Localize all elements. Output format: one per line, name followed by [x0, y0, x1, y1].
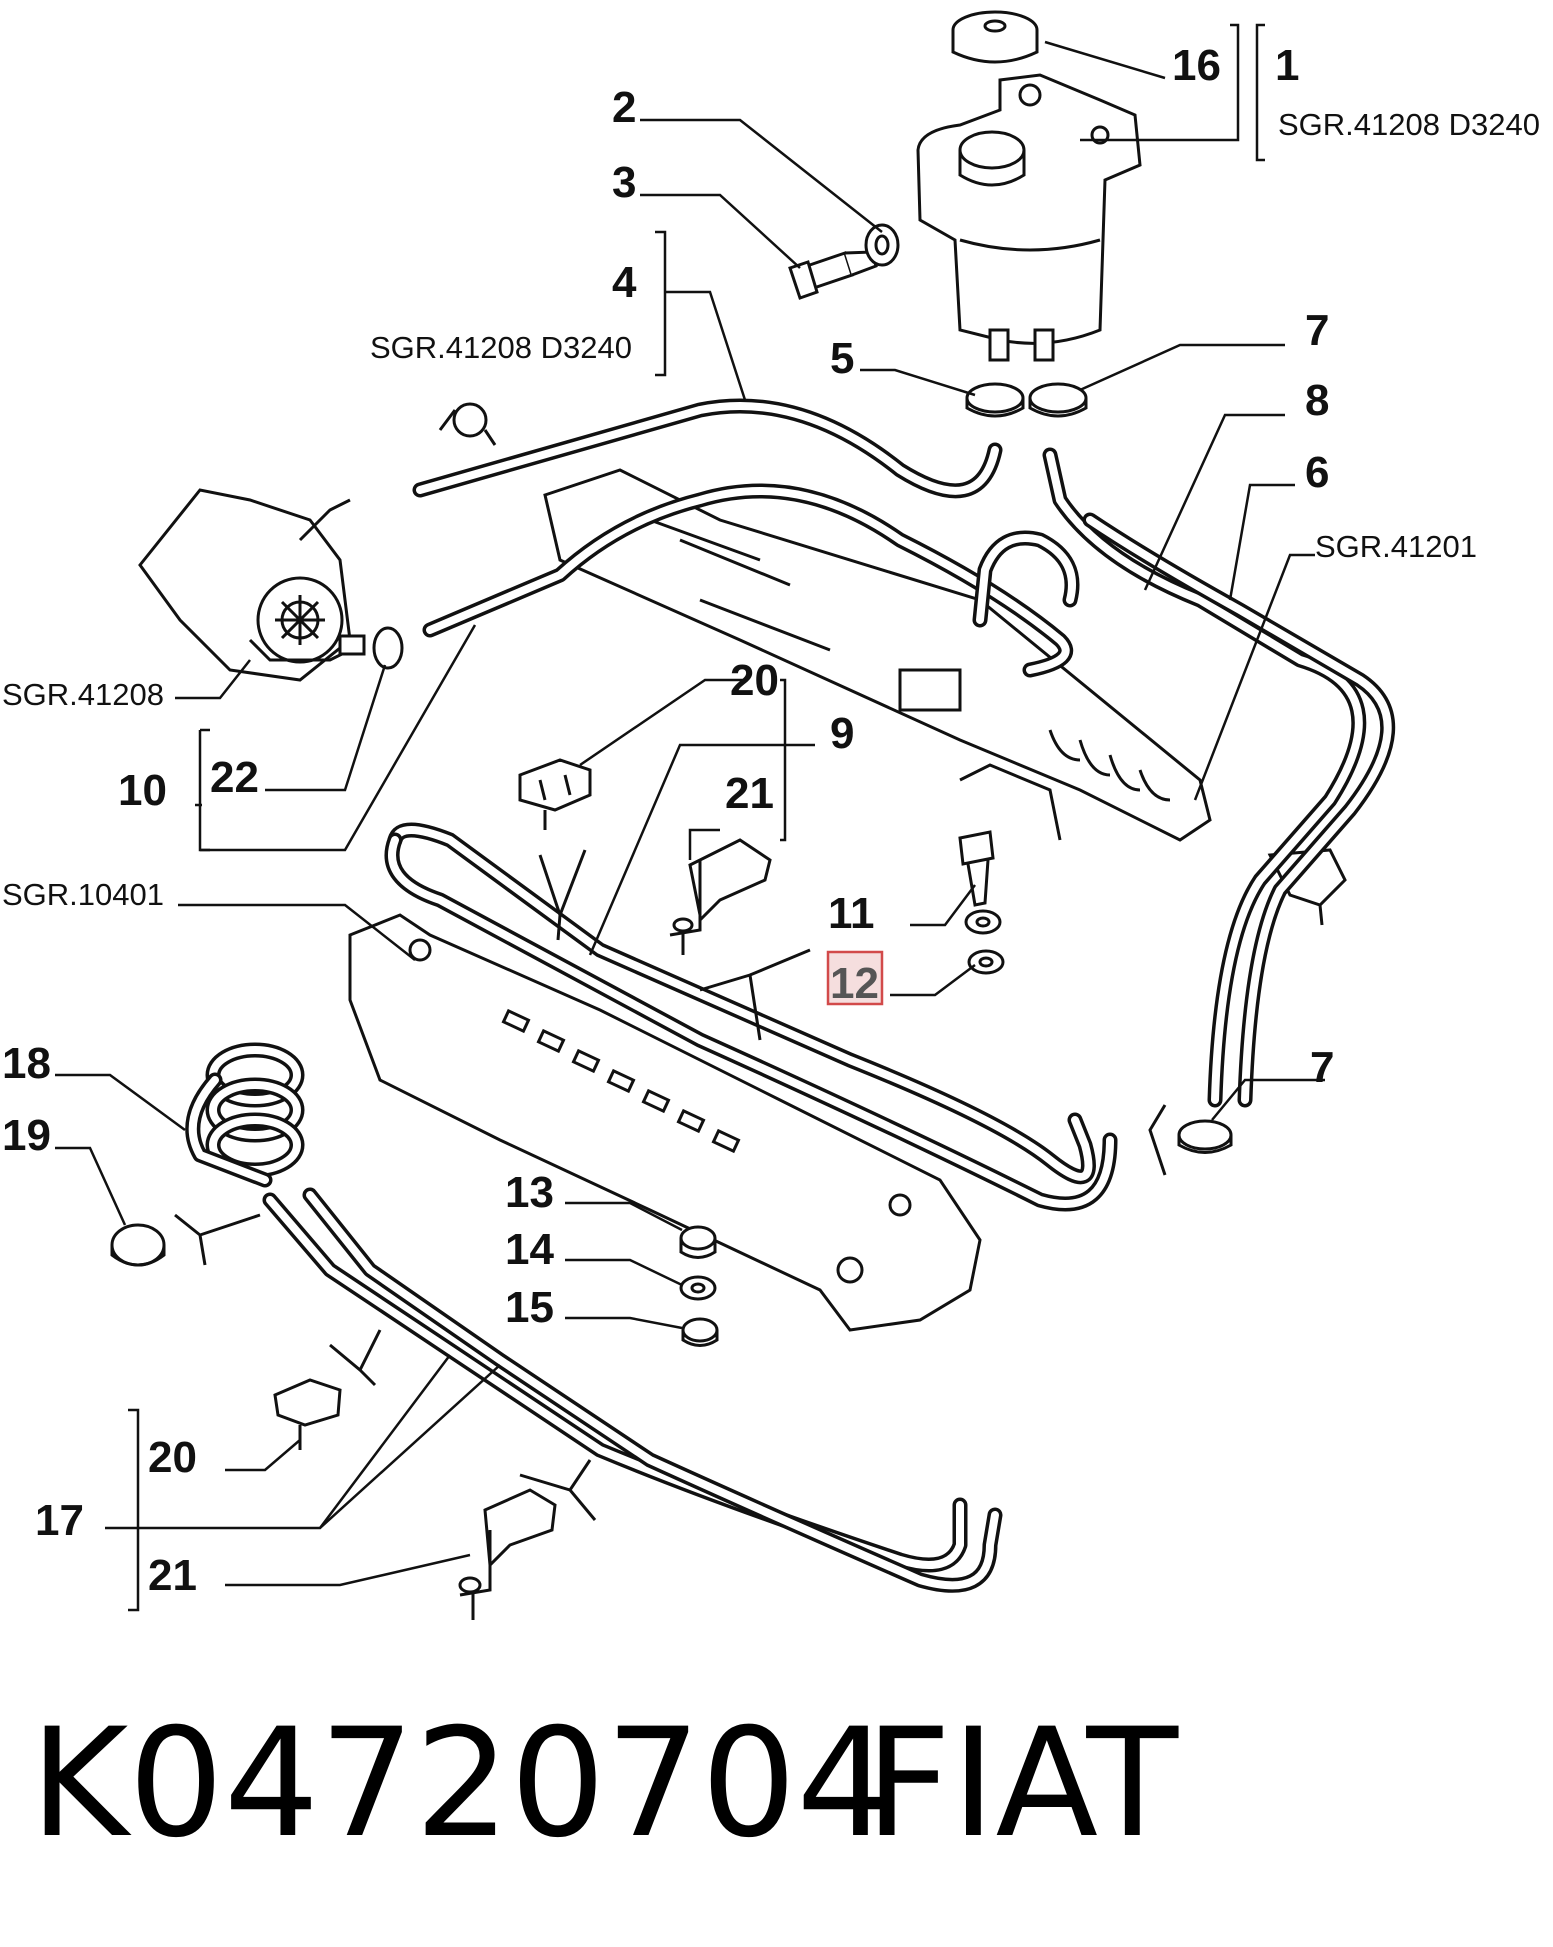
callout-8[interactable]: 8: [1305, 376, 1329, 425]
callout-6[interactable]: 6: [1305, 448, 1329, 497]
callout-17[interactable]: 17: [35, 1496, 84, 1545]
callout-16[interactable]: 16: [1172, 41, 1221, 90]
hose-clamp-7-part: [1028, 382, 1088, 418]
callout-11[interactable]: 11: [828, 889, 875, 938]
washer-14-part: [679, 1275, 717, 1301]
callout-10[interactable]: 10: [118, 766, 167, 815]
ref-sgr-41208-d3240-right[interactable]: SGR.41208 D3240: [1278, 107, 1540, 142]
ref-sgr-41208[interactable]: SGR.41208: [2, 677, 164, 712]
callout-21-upper[interactable]: 21: [725, 769, 774, 818]
bolt-part: [788, 250, 878, 300]
leader-lines: [55, 23, 1325, 1612]
reservoir-part: [916, 73, 1142, 362]
callout-7-upper[interactable]: 7: [1305, 306, 1329, 355]
callout-12[interactable]: 12: [830, 959, 879, 1008]
callout-22[interactable]: 22: [210, 753, 259, 802]
callout-12-highlight: [826, 950, 884, 1006]
mount-13-part: [679, 1225, 717, 1259]
crossmember-part: [348, 913, 982, 1332]
clip-20-lower-part: [273, 1378, 342, 1450]
callout-13[interactable]: 13: [505, 1168, 554, 1217]
washer-12-part: [964, 909, 1005, 975]
callout-1[interactable]: 1: [1275, 41, 1299, 90]
callout-3[interactable]: 3: [612, 158, 636, 207]
callout-5[interactable]: 5: [830, 334, 854, 383]
callout-9[interactable]: 9: [830, 709, 854, 758]
hose-lines: [262, 398, 1396, 1593]
callout-18[interactable]: 18: [2, 1039, 51, 1088]
callout-7-lower[interactable]: 7: [1310, 1043, 1334, 1092]
hose-clamp-5-part: [965, 382, 1025, 418]
part-number: K04720704: [30, 1697, 892, 1871]
callout-numbers: 16 1 2 3 4 5 7 8 6 20 9 10 22 21 11 12 1…: [2, 41, 1334, 1600]
callout-20-lower[interactable]: 20: [148, 1433, 197, 1482]
callout-20-upper[interactable]: 20: [730, 656, 779, 705]
cooler-coil-part: [185, 1042, 305, 1188]
bracket-21-lower-part: [458, 1488, 557, 1620]
bolt-11-part: [958, 830, 995, 907]
ref-sgr-41201[interactable]: SGR.41201: [1315, 529, 1477, 564]
bracket-21-upper-part: [669, 838, 772, 955]
brand-name: FIAT: [865, 1697, 1179, 1871]
hose-clamp-7-lower-part: [1177, 1119, 1233, 1154]
o-ring-part: [372, 626, 404, 670]
power-steering-pump-part: [138, 402, 497, 682]
washer-part: [864, 223, 900, 267]
reference-labels: SGR.41208 D3240 SGR.41208 D3240 SGR.4120…: [2, 107, 1540, 912]
callout-15[interactable]: 15: [505, 1283, 554, 1332]
callout-14[interactable]: 14: [505, 1225, 554, 1274]
clip-20-upper-part: [518, 758, 592, 830]
ref-sgr-41208-d3240-left[interactable]: SGR.41208 D3240: [370, 330, 632, 365]
callout-21-lower[interactable]: 21: [148, 1551, 197, 1600]
callout-19[interactable]: 19: [2, 1111, 51, 1160]
reservoir-cap-part: [951, 10, 1039, 64]
break-markers: [174, 763, 1167, 1521]
bushing-15-part: [681, 1317, 719, 1347]
callout-4[interactable]: 4: [612, 258, 637, 307]
cap-19-part: [110, 1223, 166, 1267]
ref-sgr-10401[interactable]: SGR.10401: [2, 877, 164, 912]
callout-2[interactable]: 2: [612, 83, 636, 132]
part-caption: K04720704 FIAT: [30, 1697, 1179, 1871]
steering-rack-part: [543, 468, 1347, 926]
parts-artwork: [110, 10, 1396, 1620]
